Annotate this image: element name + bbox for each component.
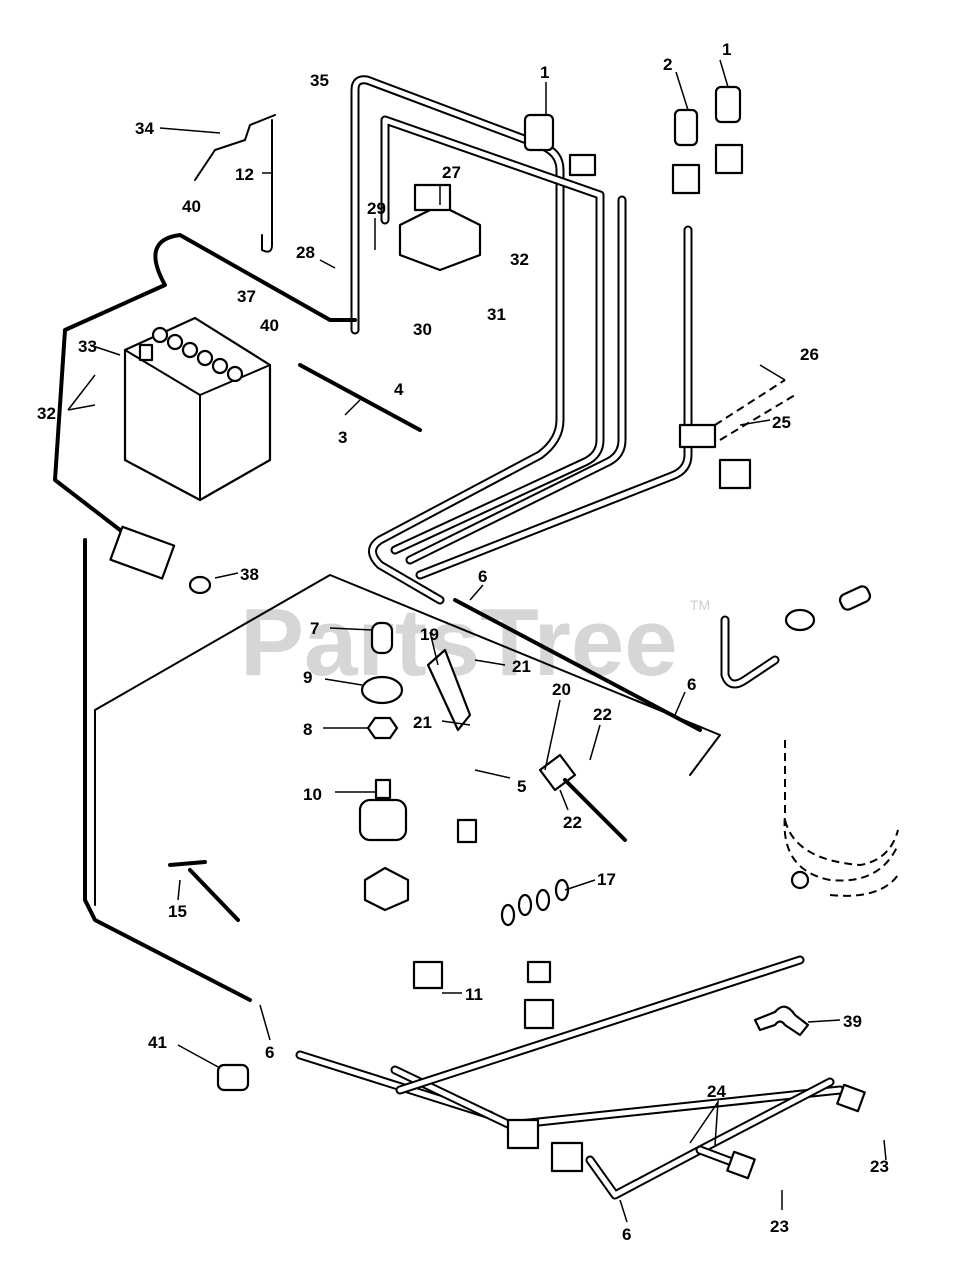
callout-26: 26 bbox=[800, 345, 819, 364]
callout-1: 1 bbox=[540, 63, 549, 82]
callout-21: 21 bbox=[413, 713, 432, 732]
battery-cable bbox=[53, 233, 357, 1002]
callout-31: 31 bbox=[487, 305, 506, 324]
callout-3: 3 bbox=[338, 428, 347, 447]
starter-solenoid bbox=[398, 183, 482, 272]
callout-6: 6 bbox=[622, 1225, 631, 1244]
tool-handle bbox=[168, 860, 240, 922]
callout-27: 27 bbox=[442, 163, 461, 182]
callout-35: 35 bbox=[310, 71, 329, 90]
frame-outline bbox=[94, 574, 721, 906]
connector-plug bbox=[456, 818, 478, 844]
callout-9: 9 bbox=[303, 668, 312, 687]
callout-41: 41 bbox=[148, 1033, 167, 1052]
switch-2 bbox=[671, 108, 701, 195]
mounting-bracket bbox=[426, 648, 472, 732]
ignition-switch-stack bbox=[358, 621, 410, 912]
callout-30: 30 bbox=[413, 320, 432, 339]
battery bbox=[123, 316, 272, 502]
callout-7: 7 bbox=[310, 619, 319, 638]
callout-6: 6 bbox=[478, 567, 487, 586]
cable-clamp bbox=[753, 1005, 810, 1037]
callout-21: 21 bbox=[512, 657, 531, 676]
callout-10: 10 bbox=[303, 785, 322, 804]
ground-cable bbox=[298, 363, 422, 432]
callout-24: 24 bbox=[707, 1082, 726, 1101]
callout-22: 22 bbox=[563, 813, 582, 832]
callout-12: 12 bbox=[235, 165, 254, 184]
callout-20: 20 bbox=[552, 680, 571, 699]
callout-32: 32 bbox=[37, 404, 56, 423]
callout-25: 25 bbox=[772, 413, 791, 432]
callout-28: 28 bbox=[296, 243, 315, 262]
callout-15: 15 bbox=[168, 902, 187, 921]
callout-23: 23 bbox=[870, 1157, 889, 1176]
tank-outline bbox=[783, 740, 899, 897]
cover-boot bbox=[216, 1063, 250, 1092]
callout-19: 19 bbox=[420, 625, 439, 644]
terminals bbox=[500, 878, 570, 1030]
callout-33: 33 bbox=[78, 337, 97, 356]
leader-lines bbox=[67, 59, 887, 1223]
rod bbox=[261, 119, 273, 253]
bracket bbox=[194, 114, 276, 181]
callout-4: 4 bbox=[394, 380, 404, 399]
callout-37: 37 bbox=[237, 287, 256, 306]
harness-connector-b bbox=[550, 1141, 584, 1173]
callout-1: 1 bbox=[722, 40, 731, 59]
callout-38: 38 bbox=[240, 565, 259, 584]
harness-connector-a bbox=[506, 1118, 540, 1150]
callout-29: 29 bbox=[367, 199, 386, 218]
callout-34: 34 bbox=[135, 119, 154, 138]
battery-connector bbox=[109, 525, 176, 580]
callout-40: 40 bbox=[182, 197, 201, 216]
watermark-trademark: TM bbox=[690, 597, 710, 613]
callout-5: 5 bbox=[517, 777, 526, 796]
callout-17: 17 bbox=[597, 870, 616, 889]
callout-11: 11 bbox=[465, 985, 483, 1004]
callout-40: 40 bbox=[260, 316, 279, 335]
callout-8: 8 bbox=[303, 720, 312, 739]
callout-2: 2 bbox=[663, 55, 672, 74]
callout-labels: 1 1 2 35 34 12 27 40 29 28 32 37 31 30 4… bbox=[37, 40, 889, 1244]
switch-1-right bbox=[714, 85, 744, 175]
callout-22: 22 bbox=[593, 705, 612, 724]
callout-39: 39 bbox=[843, 1012, 862, 1031]
callout-6: 6 bbox=[265, 1043, 274, 1062]
sender-unit bbox=[678, 379, 796, 490]
callout-32: 32 bbox=[510, 250, 529, 269]
switch-1-left bbox=[523, 113, 597, 177]
callout-23: 23 bbox=[770, 1217, 789, 1236]
callout-6: 6 bbox=[687, 675, 696, 694]
rocker-switch bbox=[412, 960, 444, 990]
